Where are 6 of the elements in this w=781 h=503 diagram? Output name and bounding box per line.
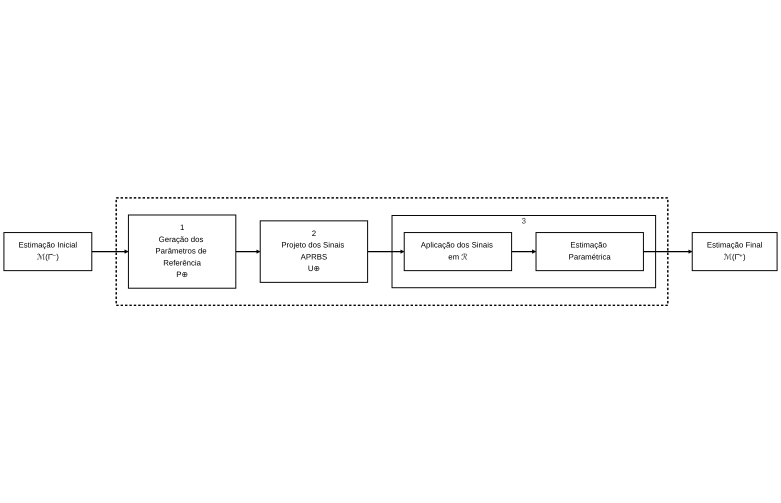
arrow	[643, 249, 692, 254]
arrow	[368, 249, 404, 254]
arrow	[236, 249, 260, 254]
arrow	[512, 249, 536, 254]
cluster	[115, 197, 669, 306]
arrow	[92, 249, 129, 254]
